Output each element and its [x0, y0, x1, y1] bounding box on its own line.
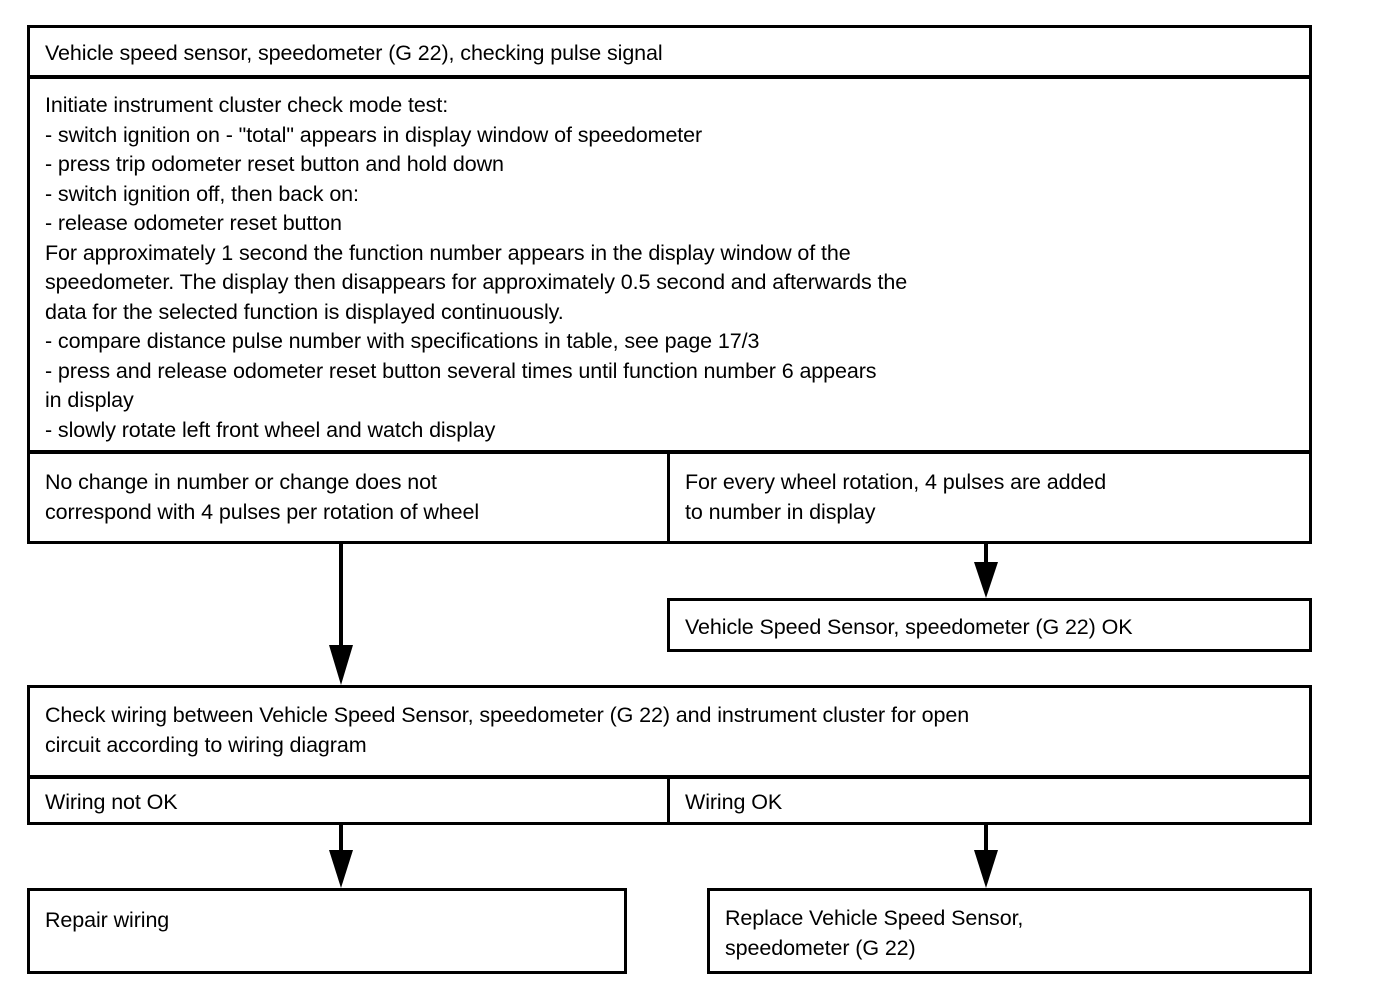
arrow-down-icon-wiring-not-ok-to-repair	[329, 825, 353, 888]
wiring-cell-not-ok: Wiring not OK	[30, 779, 670, 822]
repair-wiring-text: Repair wiring	[45, 908, 170, 932]
arrow-down-icon-left-result-to-check-wiring	[329, 544, 353, 685]
wiring-cell-ok: Wiring OK	[670, 779, 1309, 822]
arrow-stem	[339, 825, 343, 850]
wiring-status-row: Wiring not OK Wiring OK	[27, 777, 1312, 825]
check-wiring-box: Check wiring between Vehicle Speed Senso…	[27, 685, 1312, 777]
result-cell-pulses-added: For every wheel rotation, 4 pulses are a…	[670, 454, 1309, 541]
arrow-head	[974, 850, 998, 888]
result-pulses-added-text: For every wheel rotation, 4 pulses are a…	[685, 470, 1107, 524]
arrow-stem	[339, 544, 343, 645]
result-no-change-text: No change in number or change does not c…	[45, 470, 480, 524]
arrow-down-icon-wiring-ok-to-replace	[974, 825, 998, 888]
replace-sensor-box: Replace Vehicle Speed Sensor, speedomete…	[707, 888, 1312, 974]
repair-wiring-box: Repair wiring	[27, 888, 627, 974]
arrow-head	[329, 850, 353, 888]
title-box: Vehicle speed sensor, speedometer (G 22)…	[27, 25, 1312, 77]
arrow-stem	[984, 825, 988, 850]
replace-sensor-text: Replace Vehicle Speed Sensor, speedomete…	[725, 906, 1024, 960]
wiring-not-ok-text: Wiring not OK	[45, 790, 178, 814]
arrow-head	[974, 562, 998, 598]
procedure-box: Initiate instrument cluster check mode t…	[27, 77, 1312, 452]
wiring-ok-text: Wiring OK	[685, 790, 783, 814]
result-cell-no-change: No change in number or change does not c…	[30, 454, 670, 541]
title-text: Vehicle speed sensor, speedometer (G 22)…	[45, 41, 663, 65]
arrow-head	[329, 645, 353, 685]
result-row: No change in number or change does not c…	[27, 452, 1312, 544]
arrow-stem	[984, 544, 988, 562]
arrow-down-icon-right-result-to-sensor-ok	[974, 544, 998, 598]
sensor-ok-box: Vehicle Speed Sensor, speedometer (G 22)…	[667, 598, 1312, 652]
sensor-ok-text: Vehicle Speed Sensor, speedometer (G 22)…	[685, 615, 1133, 639]
procedure-text: Initiate instrument cluster check mode t…	[45, 93, 908, 442]
check-wiring-text: Check wiring between Vehicle Speed Senso…	[45, 703, 970, 757]
